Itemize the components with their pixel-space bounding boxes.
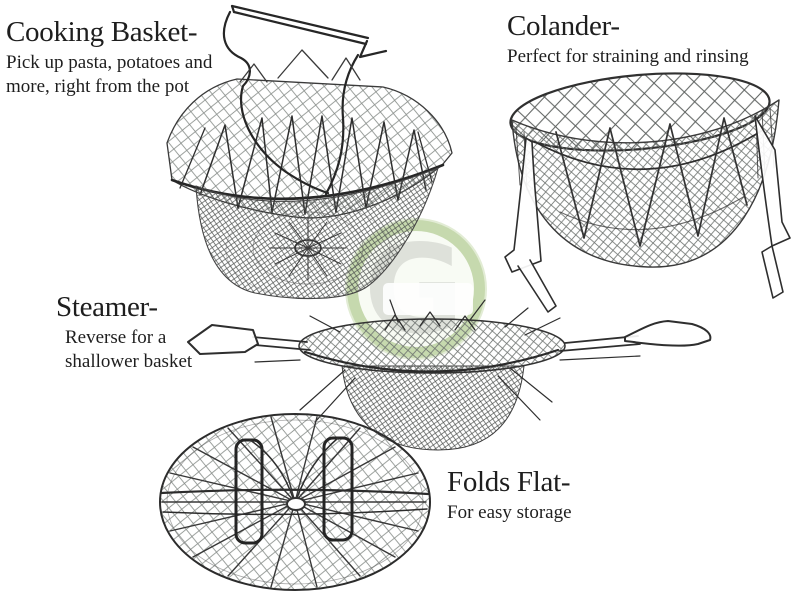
cooking-basket-figure — [166, 4, 453, 300]
steamer-title: Steamer- — [56, 291, 158, 323]
watermark-highlight — [383, 283, 473, 315]
cooking-basket-annotation: Cooking Basket- Pick up pasta, potatoes … — [6, 16, 212, 98]
cooking-basket-title: Cooking Basket- — [6, 16, 198, 48]
steamer-annotation: Steamer- Reverse for a shallower basket — [56, 291, 192, 373]
steamer-figure — [187, 299, 712, 451]
colander-title: Colander- — [507, 10, 620, 42]
steamer-desc: Reverse for a shallower basket — [65, 327, 193, 372]
colander-annotation: Colander- Perfect for straining and rins… — [507, 10, 749, 69]
folds-flat-title: Folds Flat- — [447, 466, 571, 498]
folds-flat-figure — [159, 413, 431, 591]
folds-flat-annotation: Folds Flat- For easy storage — [447, 466, 572, 525]
cooking-basket-desc: Pick up pasta, potatoes and more, right … — [6, 52, 213, 97]
colander-figure — [504, 72, 791, 313]
folds-flat-desc: For easy storage — [447, 502, 572, 524]
colander-desc: Perfect for straining and rinsing — [507, 46, 749, 68]
